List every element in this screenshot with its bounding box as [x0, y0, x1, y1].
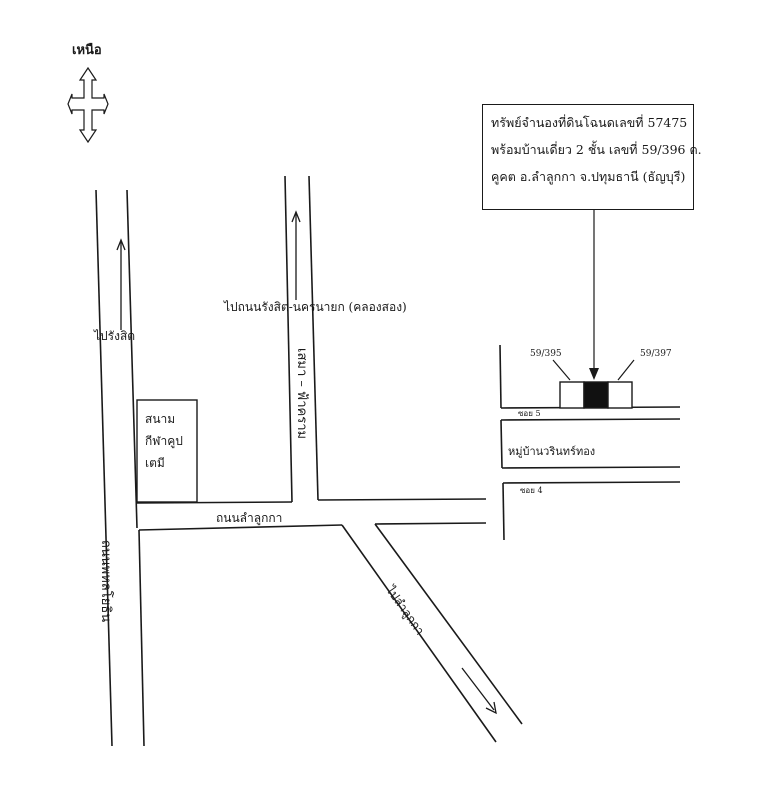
village-bottom-edge	[501, 466, 681, 469]
house-59-396-target	[583, 381, 609, 409]
soi-5-left-edge	[499, 344, 502, 409]
road-phahon-yothin-right-edge-lower	[138, 529, 145, 747]
property-line-3: คูคต อ.ลำลูกกา จ.ปทุมธานี (ธัญบุรี)	[491, 169, 686, 184]
stadium-label: สนาม กีฬาคูป เตมี	[145, 408, 183, 474]
soi-4-top-edge	[502, 481, 681, 484]
stadium-label-line-1: สนาม	[145, 412, 176, 426]
pointer-right-house	[617, 359, 635, 381]
road-phahon-yothin-left-edge	[95, 189, 113, 747]
arrow-head-to-rangsit	[116, 238, 126, 251]
soi-4-left-edge	[502, 482, 505, 541]
north-label: เหนือ	[72, 43, 102, 58]
label-village: หมู่บ้านวรินทร์ทอง	[508, 445, 596, 458]
stadium-label-line-3: เตมี	[145, 456, 165, 470]
arrow-head-to-lam-luk-ka	[485, 701, 497, 715]
house-59-397	[607, 381, 633, 409]
road-phahon-yothin-right-edge	[126, 189, 138, 529]
soi-5-lower-edge	[500, 418, 681, 421]
house-59-395	[559, 381, 585, 409]
house-label-59-397: 59/397	[640, 349, 672, 359]
road-lam-luk-ka-top-edge	[136, 501, 293, 504]
label-soi-5: ซอย 5	[518, 409, 541, 418]
property-info-box: ทรัพย์จำนองที่ดินโฉนดเลขที่ 57475 พร้อมบ…	[482, 104, 702, 210]
road-diagonal-left-edge	[341, 524, 497, 743]
road-lam-luk-ka-top-edge-right	[317, 498, 487, 501]
label-soi-4: ซอย 4	[520, 486, 543, 495]
property-line-2: พร้อมบ้านเดี่ยว 2 ชั้น เลขที่ 59/396 ต.	[491, 142, 702, 157]
pointer-arrow-head	[589, 368, 599, 380]
stadium-label-line-2: กีฬาคูป	[145, 434, 183, 448]
arrow-to-lam-luk-ka	[461, 667, 495, 711]
road-lam-luk-ka-bottom-edge-right	[374, 522, 487, 525]
label-road-sema-fakhram: เสมา – ฟ้าคราม	[294, 348, 309, 440]
label-to-rangsit-nakhonnayok: ไปถนนรังสิต-นครนายก (คลองสอง)	[224, 300, 407, 314]
stadium-block	[136, 399, 198, 503]
arrow-head-to-khlong-song	[291, 210, 301, 223]
house-label-59-395: 59/395	[530, 349, 562, 359]
road-sema-fakhram-left-edge	[284, 175, 293, 503]
road-diagonal-right-edge	[374, 523, 523, 725]
label-road-lam-luk-ka: ถนนลำลูกกา	[216, 511, 283, 525]
compass-cross-arrow-icon	[67, 66, 109, 144]
pointer-left-house	[552, 359, 571, 381]
label-to-rangsit: ไปรังสิต	[94, 329, 136, 343]
property-line-1: ทรัพย์จำนองที่ดินโฉนดเลขที่ 57475	[491, 115, 688, 130]
road-sema-fakhram-right-edge	[308, 175, 319, 501]
label-road-phahon-yothin: ถนนพหลโยธิน	[98, 540, 113, 623]
road-lam-luk-ka-bottom-edge	[138, 524, 343, 531]
village-left-edge	[500, 419, 503, 469]
